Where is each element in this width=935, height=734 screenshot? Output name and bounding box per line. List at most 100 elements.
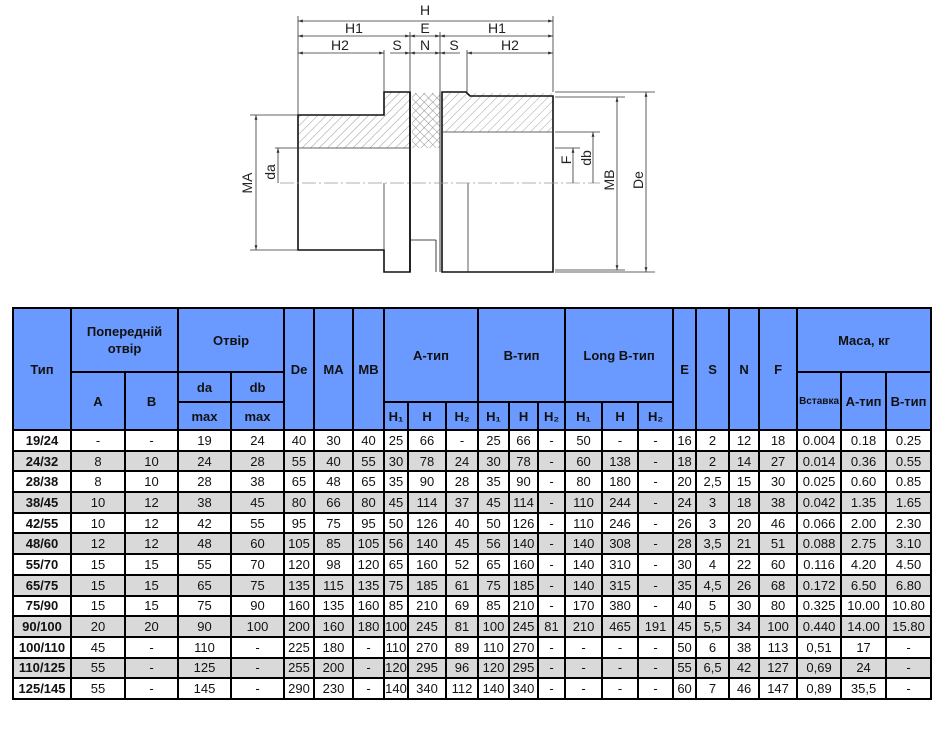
- header-db-max: max: [230, 401, 286, 431]
- cell-type: 75/90: [12, 594, 72, 618]
- table-cell: 100: [383, 615, 410, 638]
- table-cell: -: [230, 677, 286, 700]
- cell-type: 100/110: [12, 635, 72, 659]
- table-cell: 380: [601, 594, 640, 618]
- cell-type: 38/45: [12, 491, 72, 514]
- table-cell: -: [601, 677, 640, 700]
- table-cell: 140: [383, 677, 410, 700]
- table-cell: 0.066: [796, 511, 843, 535]
- table-cell: 45: [672, 615, 698, 638]
- table-cell: 89: [445, 635, 480, 659]
- table-cell: 40: [672, 594, 698, 618]
- table-cell: -: [352, 656, 386, 680]
- cell-type: 19/24: [12, 429, 72, 452]
- table-cell: 30: [383, 449, 410, 473]
- table-cell: 66: [313, 491, 355, 514]
- table-cell: 24: [840, 656, 888, 680]
- table-cell: 90: [177, 615, 233, 638]
- table-cell: 160: [508, 553, 540, 576]
- table-cell: 60: [564, 449, 604, 473]
- table-cell: 210: [508, 594, 540, 618]
- table-cell: 12: [728, 429, 761, 452]
- table-cell: -: [445, 429, 480, 452]
- table-cell: -: [637, 677, 675, 700]
- table-cell: 100: [230, 615, 286, 638]
- table-cell: 69: [445, 594, 480, 618]
- table-cell: 170: [564, 594, 604, 618]
- table-cell: 270: [508, 635, 540, 659]
- table-cell: 45: [230, 491, 286, 514]
- table-cell: 0.55: [885, 449, 933, 473]
- table-cell: 75: [313, 511, 355, 535]
- table-cell: 75: [177, 594, 233, 618]
- table-cell: 10.80: [885, 594, 933, 618]
- table-cell: 48: [177, 532, 233, 556]
- table-cell: 140: [564, 553, 604, 576]
- table-cell: 340: [508, 677, 540, 700]
- table-cell: 65: [352, 470, 386, 494]
- table-cell: 18: [728, 491, 761, 514]
- table-cell: 65: [283, 470, 316, 494]
- table-cell: 45: [383, 491, 410, 514]
- table-cell: 8: [70, 449, 126, 473]
- table-cell: -: [537, 470, 567, 494]
- table-cell: 110: [477, 635, 511, 659]
- header-N: N: [728, 307, 761, 431]
- header-b-type: В-тип: [477, 307, 567, 403]
- cell-type: 125/145: [12, 677, 72, 700]
- dim-E: E: [420, 20, 429, 36]
- table-cell: 95: [352, 511, 386, 535]
- table-cell: 200: [313, 656, 355, 680]
- table-cell: 270: [407, 635, 448, 659]
- table-cell: 50: [477, 511, 511, 535]
- table-cell: 30: [477, 449, 511, 473]
- table-cell: 140: [477, 677, 511, 700]
- header-E: E: [672, 307, 698, 431]
- table-cell: 4,5: [695, 573, 731, 597]
- table-cell: 140: [508, 532, 540, 556]
- table-cell: -: [123, 429, 180, 452]
- table-cell: 17: [840, 635, 888, 659]
- table-cell: 42: [177, 511, 233, 535]
- table-cell: -: [637, 449, 675, 473]
- table-cell: 15: [728, 470, 761, 494]
- table-cell: 70: [230, 553, 286, 576]
- table-cell: 127: [758, 656, 799, 680]
- dim-S-left: S: [392, 37, 401, 53]
- table-cell: 140: [564, 532, 604, 556]
- table-cell: 61: [445, 573, 480, 597]
- table-cell: 126: [508, 511, 540, 535]
- table-cell: 315: [601, 573, 640, 597]
- header-da-max: max: [177, 401, 233, 431]
- table-cell: -: [564, 656, 604, 680]
- table-cell: 210: [564, 615, 604, 638]
- table-cell: 138: [601, 449, 640, 473]
- table-cell: 0.85: [885, 470, 933, 494]
- table-cell: 7: [695, 677, 731, 700]
- table-cell: 110: [177, 635, 233, 659]
- table-cell: 0.60: [840, 470, 888, 494]
- table-cell: 90: [508, 470, 540, 494]
- table-cell: -: [537, 573, 567, 597]
- table-cell: 35,5: [840, 677, 888, 700]
- table-cell: 26: [672, 511, 698, 535]
- table-cell: 80: [283, 491, 316, 514]
- header-long-h1: H₁: [564, 401, 604, 431]
- table-cell: 78: [508, 449, 540, 473]
- table-cell: 21: [728, 532, 761, 556]
- table-cell: 191: [637, 615, 675, 638]
- table-cell: 38: [728, 635, 761, 659]
- table-cell: 0.004: [796, 429, 843, 452]
- coupling-outline: [297, 91, 554, 273]
- table-cell: 85: [477, 594, 511, 618]
- table-cell: 180: [352, 615, 386, 638]
- header-b-h: H: [508, 401, 540, 431]
- table-cell: 66: [407, 429, 448, 452]
